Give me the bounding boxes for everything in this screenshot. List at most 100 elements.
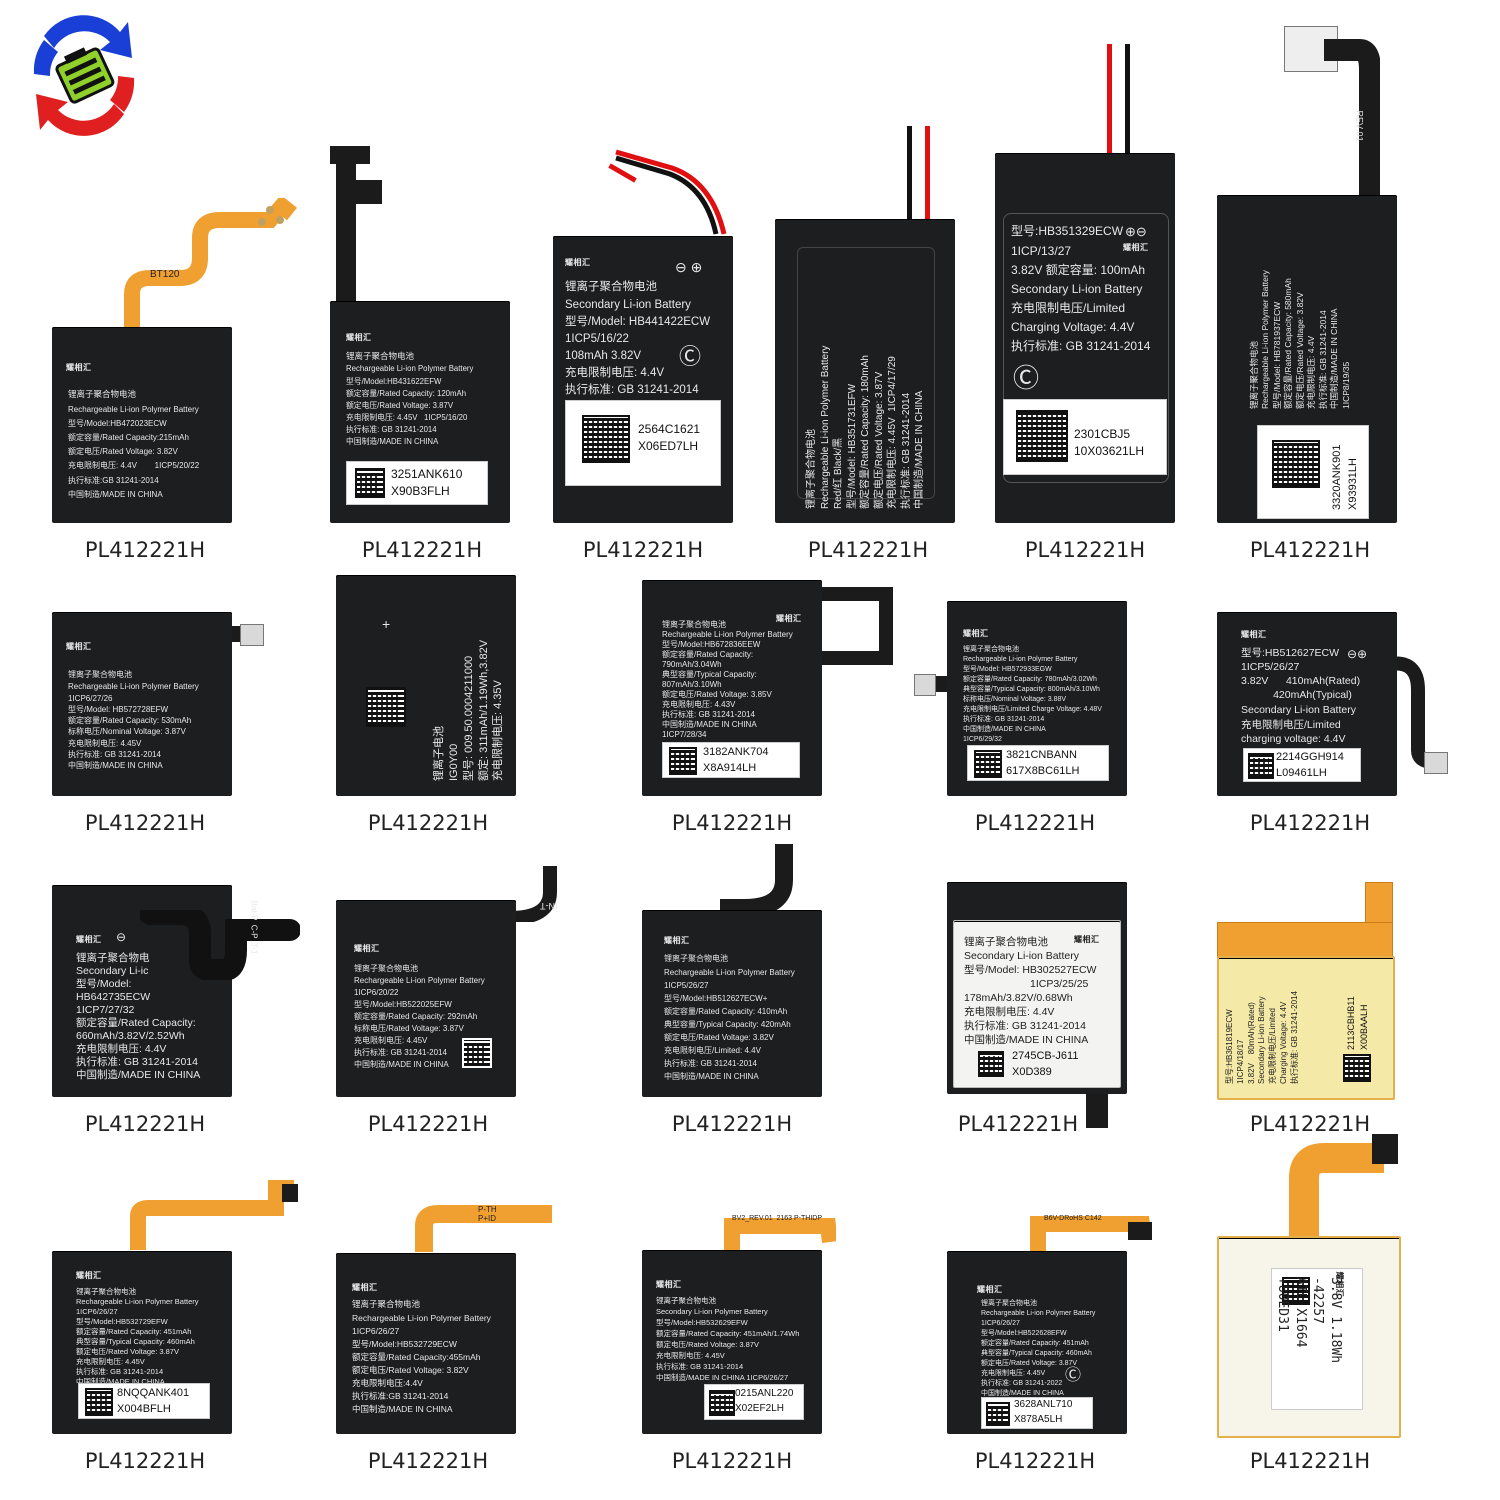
flex-cable-icon	[720, 844, 793, 912]
qr-code-icon	[1343, 1054, 1371, 1082]
serial-code: 8NQQANK401 X004BFLH	[117, 1387, 190, 1415]
serial-code: 3251ANK610 X90B3FLH	[391, 467, 463, 499]
barcode-label: 2564C1621 X06ED7LH	[565, 400, 721, 486]
product-caption: PL412221H	[582, 538, 704, 562]
spec-line: 充电限制电压: 4.4V 1ICP5/20/22	[68, 461, 200, 470]
spec-line: 中国制造/MADE IN CHINA	[914, 390, 925, 509]
spec-line: 充电限制电压: 4.45V 1ICP4/17/29	[887, 356, 898, 509]
product-caption: PL412221H	[974, 811, 1096, 835]
flex-label: REV 01	[1354, 110, 1365, 142]
product-caption: PL412221H	[671, 1449, 793, 1473]
spec-line: Secondary Li-ion Battery	[565, 299, 691, 311]
connector-icon	[1372, 1134, 1398, 1164]
qr-code-icon	[1248, 753, 1274, 779]
qr-code-icon	[974, 750, 1002, 778]
flex-cable-icon	[140, 910, 300, 980]
flex-cable-icon	[1289, 1143, 1384, 1236]
battery-cell: 型号:HB351329ECW ⊕⊖ 耀相汇 1ICP/13/27 3.82V 额…	[995, 153, 1175, 523]
spec-line: 3.82V 额定容量: 100mAh	[1011, 263, 1146, 277]
battery-cell: 耀相汇 锂离子聚合物电池 Secondary Li-ion Polymer Ba…	[642, 1250, 822, 1434]
product-caption: PL412221H	[807, 538, 929, 562]
qr-code-icon	[709, 1390, 735, 1416]
battery-cell: 锂离子聚合物电池 Rechargeable Li-ion Polymer Bat…	[1217, 195, 1397, 523]
brand-text: 耀相汇	[1123, 243, 1149, 252]
brand-text: 耀相汇	[977, 1285, 1003, 1294]
ccc-mark-icon: Ⓒ	[1065, 1367, 1082, 1384]
serial-code: 0215ANL220 X02EF2LH	[735, 1388, 794, 1414]
rotated-spec-block: 锂离子聚合物电池 Rechargeable Li-ion Polymer Bat…	[805, 249, 927, 509]
qr-code-icon	[85, 1388, 113, 1416]
plus-icon: +	[382, 616, 391, 632]
battery-cell: 锂离子聚合物电池 Rechargeable Li-ion Polymer Bat…	[775, 219, 955, 523]
serial-code: 3628ANL710 X878A5LH	[1014, 1399, 1073, 1425]
flex-label: Bat-P C-P T-1	[249, 900, 259, 955]
qr-code-icon	[1016, 410, 1068, 462]
serial-code: 3821CNBANN 617X8BC61LH	[1006, 749, 1080, 777]
brand-text: 耀相汇	[66, 642, 92, 651]
battery-cell: 耀相汇 锂离子聚合物电池 Rechargeable Li-ion Polymer…	[336, 1253, 516, 1434]
barcode-label: 3821CNBANN 617X8BC61LH	[967, 745, 1109, 781]
qr-code-icon	[669, 747, 697, 775]
battery-title: 锂离子聚合物电池	[68, 389, 137, 399]
battery-cell: 耀相汇 锂离子聚合物电池 Rechargeable Li-ion Polymer…	[642, 910, 822, 1097]
spec-line: 执行标准:GB 31241-2014	[68, 476, 159, 485]
product-caption: PL412221H	[1249, 1112, 1371, 1136]
qr-code-icon	[1272, 440, 1320, 488]
flex-label: P-TH P+ID	[478, 1205, 497, 1223]
spec-line: 额定容量/Rated Capacity: 180mAh	[860, 355, 871, 509]
flex-cable-icon	[814, 587, 893, 665]
serial-code: 2301CBJ5 10X03621LH	[1074, 427, 1145, 459]
product-caption: PL412221H	[1024, 538, 1146, 562]
wire-pair-icon	[615, 149, 727, 235]
brand-text: 耀相汇	[352, 1283, 378, 1292]
brand-logo-icon	[24, 14, 144, 138]
brand-text: 耀相汇	[776, 614, 802, 623]
brand-text: 耀相汇	[565, 258, 591, 267]
barcode-label: 0215ANL220 X02EF2LH	[704, 1384, 804, 1420]
flex-cable-icon	[336, 150, 356, 302]
product-caption: PL412221H	[367, 1112, 489, 1136]
flex-cable-icon	[130, 1180, 294, 1250]
brand-text: 耀相汇	[963, 629, 989, 638]
flex-cable-icon	[724, 1218, 836, 1252]
product-caption: PL412221H	[84, 1449, 206, 1473]
battery-cell: 耀相汇 锂离子聚合物电池 Rechargeable Li-ion Polymer…	[642, 580, 822, 796]
brand-text: 耀相汇	[664, 936, 690, 945]
rotated-spec-block: 型号:HB361819ECW 1ICP4/18/17 3.82V 80mAh(R…	[1225, 991, 1299, 1084]
spec-line: 型号/Model: HB441422ECW	[565, 316, 711, 328]
spec-line: 中国制造/MADE IN CHINA	[68, 490, 163, 499]
qr-code-icon	[582, 415, 630, 463]
connector-icon	[240, 624, 264, 646]
flex-label: IN-T	[540, 901, 558, 912]
spec-line: 额定电压/Rated Voltage: 3.87V	[346, 401, 454, 410]
ccc-mark-icon: Ⓒ	[679, 344, 702, 369]
spec-line: Red/红 Black/黑	[833, 437, 844, 509]
spec-line: 型号/Model:HB431622EFW	[346, 377, 442, 386]
flex-cable-icon	[415, 1205, 552, 1252]
battery-cell: 耀相汇 3.8V 1.18Wh -42257 ATL X1664 +80ED31	[1217, 1236, 1401, 1438]
barcode-label: 耀相汇 3.8V 1.18Wh -42257 ATL X1664 +80ED31	[1271, 1268, 1363, 1410]
qr-code-icon	[986, 1402, 1010, 1426]
product-caption: PL412221H	[1249, 1449, 1371, 1473]
spec-line: 执行标准: GB 31241-2014	[900, 392, 912, 509]
serial-code: 2564C1621 X06ED7LH	[638, 422, 701, 454]
battery-cell: 耀相汇 型号:HB512627ECW ⊖⊕ 1ICP5/26/27 3.82V …	[1217, 612, 1397, 796]
spec-line: 型号/Model: HB351731EFW	[846, 383, 858, 509]
spec-line: 1ICP/13/27	[1011, 244, 1072, 258]
spec-line: Charging Voltage: 4.4V	[1011, 320, 1135, 334]
rotated-spec-block: 锂离子电池 IG0Y00 型号: 009.50.0004211000 额定: 3…	[433, 639, 505, 781]
barcode-label: 3628ANL710 X878A5LH	[981, 1397, 1093, 1429]
battery-cell: 耀相汇 锂离子聚合物电池 Secondary Li-ion Battery 型号…	[947, 882, 1127, 1094]
battery-cell: 耀相汇 锂离子聚合物电池 Rechargeable Li-ion Polymer…	[52, 612, 232, 796]
connector-icon	[914, 674, 936, 696]
spec-line: 充电限制电压: 4.45V 1ICP5/16/20	[346, 413, 468, 422]
spec-line: 额定容量/Rated Capacity:215mAh	[68, 433, 189, 442]
qr-code-icon	[462, 1038, 492, 1068]
product-caption: PL412221H	[1249, 538, 1371, 562]
product-caption: PL412221H	[361, 538, 483, 562]
product-caption: PL412221H	[84, 811, 206, 835]
battery-cell: 耀相汇 锂离子聚合物电池 Rechargeable Li-ion Polymer…	[52, 327, 232, 523]
ccc-mark-icon: Ⓒ	[1013, 363, 1040, 393]
product-caption: PL412221H	[367, 811, 489, 835]
spec-line: 型号:HB351329ECW	[1011, 224, 1124, 238]
